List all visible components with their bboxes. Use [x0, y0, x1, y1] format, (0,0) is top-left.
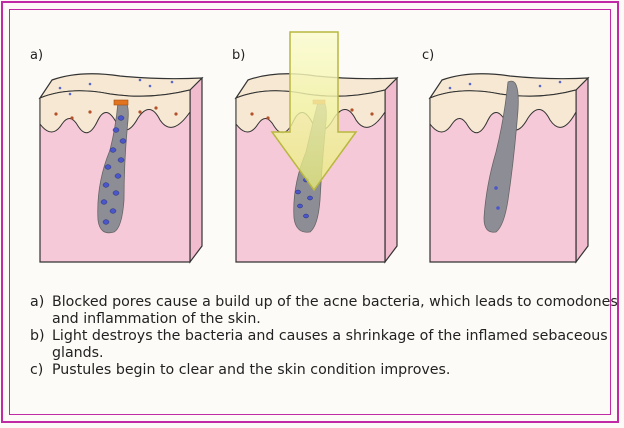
caption-key: c) — [30, 362, 52, 379]
panel-label-a: a) — [30, 48, 43, 63]
skin-block-c — [430, 74, 588, 262]
panel-label-b: b) — [232, 48, 245, 63]
caption-a: a) Blocked pores cause a build up of the… — [30, 294, 620, 328]
skin-block-b — [236, 32, 397, 262]
caption-key: b) — [30, 328, 52, 362]
caption-text: Light destroys the bacteria and causes a… — [52, 328, 620, 362]
caption-c: c) Pustules begin to clear and the skin … — [30, 362, 620, 379]
skin-block-a — [40, 74, 202, 262]
skin-diagram — [0, 0, 624, 290]
caption-key: a) — [30, 294, 52, 328]
caption-text: Pustules begin to clear and the skin con… — [52, 362, 620, 379]
caption-text: Blocked pores cause a build up of the ac… — [52, 294, 620, 328]
panel-label-c: c) — [422, 48, 434, 63]
caption-b: b) Light destroys the bacteria and cause… — [30, 328, 620, 362]
caption-list: a) Blocked pores cause a build up of the… — [30, 294, 620, 379]
